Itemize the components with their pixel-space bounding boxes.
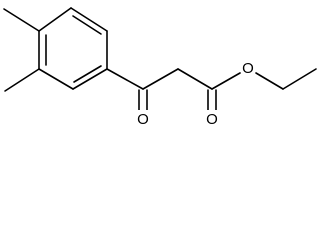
carbonyl-methylene-bond [142,68,179,90]
ester-carbonyl-oxygen-label: O [206,111,218,128]
ester-carbonyl-oxygen-atom: O [205,110,219,128]
ring-bond-1 [70,7,108,32]
ketone-oxygen-label: O [137,111,149,128]
methylene-ester-bond [177,68,213,90]
ring-bond-6 [38,7,72,32]
ring-bond-4 [38,68,74,90]
methyl-bond-bottom [4,68,40,92]
ethyl-terminal-bond [282,68,317,90]
ring-bond-3-inner [73,65,102,83]
benzene-ring [38,7,108,90]
methyl-bond-top [3,8,40,32]
ring-bond-1-inner [72,15,102,35]
aryl-carbonyl-bond [106,68,144,90]
ester-ether-bond [211,72,241,90]
chemical-structure-diagram: O O O [3,7,317,128]
ester-ether-oxygen-label: O [242,60,254,77]
ester-ether-oxygen-atom: O [241,59,255,77]
ring-bond-3 [72,68,108,90]
ketone-oxygen-atom: O [136,110,150,128]
ether-ethyl-bond [255,72,284,90]
